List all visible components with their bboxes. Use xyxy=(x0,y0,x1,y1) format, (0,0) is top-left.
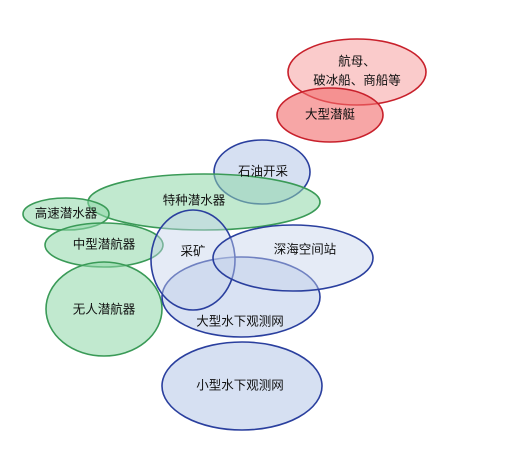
unmanned-submersible-label: 无人潜航器 xyxy=(73,302,136,317)
large-submarine-label: 大型潜艇 xyxy=(305,107,356,122)
small-observation-network-node xyxy=(161,341,323,431)
mining-node xyxy=(150,209,236,311)
medium-submersible-label: 中型潜航器 xyxy=(73,237,136,252)
large-observation-network-label: 大型水下观测网 xyxy=(196,314,284,329)
large-observation-network-ellipse xyxy=(161,256,321,338)
mining-label: 采矿 xyxy=(180,244,205,259)
mining-ellipse xyxy=(150,209,236,311)
oil-extraction-label: 石油开采 xyxy=(238,164,289,179)
unmanned-submersible-ellipse xyxy=(45,261,163,357)
special-submersible-label: 特种潜水器 xyxy=(163,193,226,208)
unmanned-submersible-node xyxy=(45,261,163,357)
large-submarine-ellipse xyxy=(276,87,384,143)
large-submarine-node: 大型潜艇 xyxy=(276,87,384,143)
carrier-icebreaker-label-line1: 航母、 xyxy=(338,54,376,69)
deep-sea-station-node xyxy=(212,224,374,292)
small-observation-network-label: 小型水下观测网 xyxy=(196,378,284,393)
small-observation-network-ellipse xyxy=(161,341,323,431)
deep-sea-station-label: 深海空间站 xyxy=(274,242,337,257)
high-speed-submersible-label: 高速潜水器 xyxy=(35,206,98,221)
carrier-icebreaker-label-line2: 破冰船、商船等 xyxy=(313,73,401,88)
large-observation-network-node xyxy=(161,256,321,338)
deep-sea-station-ellipse xyxy=(212,224,374,292)
